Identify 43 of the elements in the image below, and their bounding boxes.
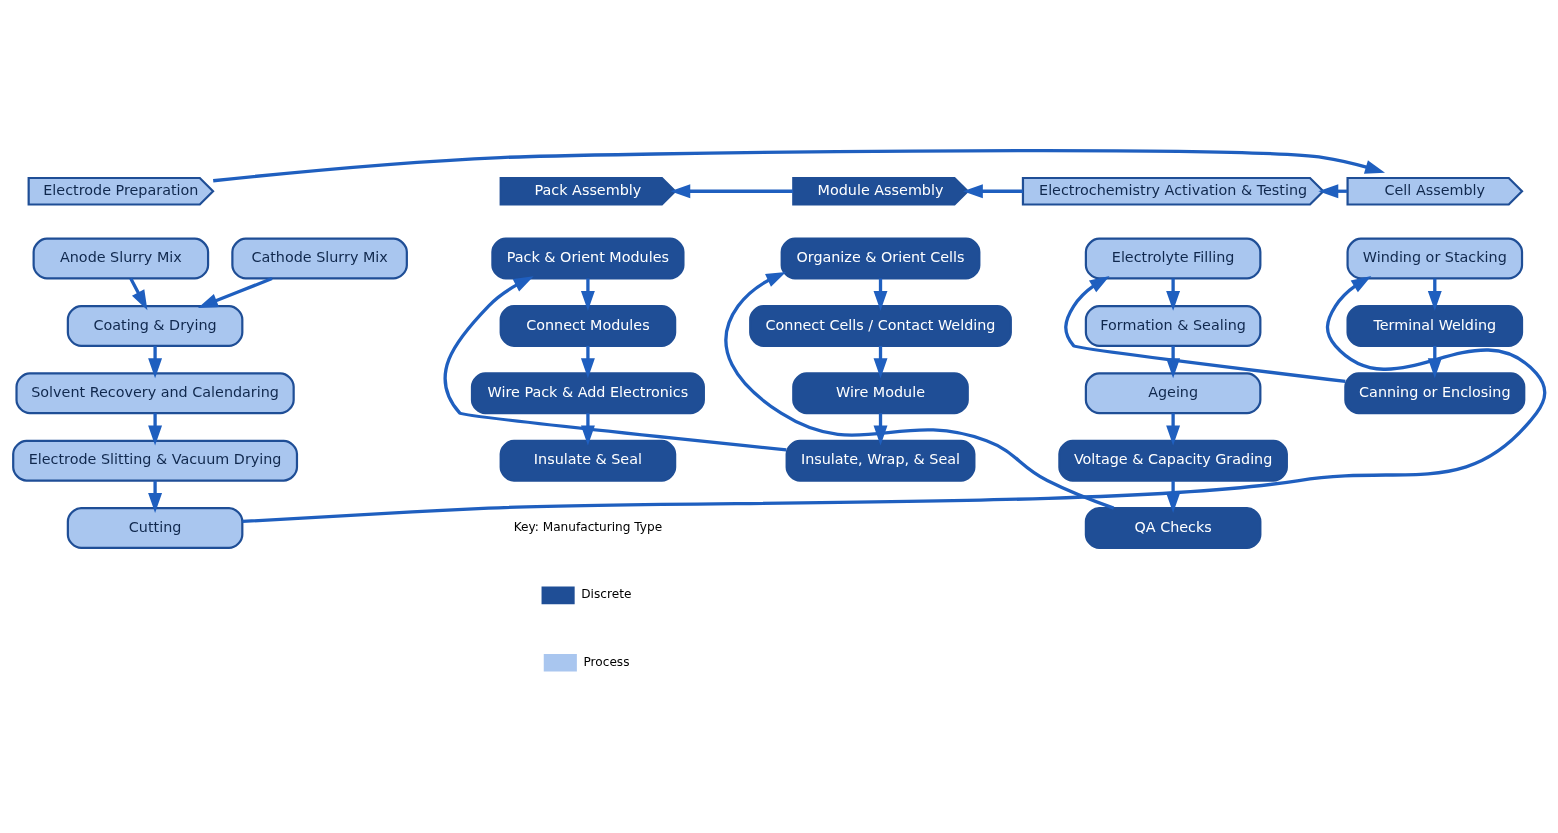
arrow bbox=[1064, 276, 1346, 384]
arrow bbox=[213, 149, 1386, 183]
node-box: Wire Pack & Add Electronics bbox=[470, 372, 705, 415]
node-box: QA Checks bbox=[1084, 507, 1262, 549]
node-box: Solvent Recovery and Calendaring bbox=[15, 372, 295, 415]
node-box: Wire Module bbox=[792, 372, 969, 415]
node-box: Electrolyte Filling bbox=[1084, 237, 1262, 280]
node-box: Cutting bbox=[66, 507, 244, 549]
node-box: Cathode Slurry Mix bbox=[231, 237, 408, 280]
arrow bbox=[148, 480, 163, 513]
node-box: Insulate, Wrap, & Seal bbox=[785, 439, 976, 482]
node-box: Insulate & Seal bbox=[499, 439, 677, 482]
arrow bbox=[1166, 278, 1181, 311]
arrow bbox=[580, 345, 595, 379]
node-box: Connect Cells / Contact Welding bbox=[749, 304, 1012, 347]
node-box: Coating & Drying bbox=[66, 304, 244, 347]
arrow bbox=[670, 184, 794, 199]
legend-label: Process bbox=[583, 654, 630, 669]
node-box: Canning or Enclosing bbox=[1344, 372, 1526, 415]
arrow bbox=[148, 345, 163, 379]
arrow bbox=[1166, 480, 1181, 513]
arrow bbox=[580, 278, 595, 311]
arrow bbox=[148, 413, 163, 446]
node-box: Connect Modules bbox=[499, 304, 677, 347]
arrow bbox=[443, 276, 787, 452]
arrow bbox=[197, 277, 273, 308]
node-box: Anode Slurry Mix bbox=[32, 237, 210, 280]
arrow bbox=[962, 184, 1023, 199]
arrow bbox=[580, 413, 595, 446]
arrow bbox=[1166, 345, 1181, 379]
arrow bbox=[129, 277, 148, 311]
arrow bbox=[1166, 413, 1181, 446]
node-box: Voltage & Capacity Grading bbox=[1058, 439, 1288, 482]
node-box: Pack & Orient Modules bbox=[491, 237, 685, 280]
label: Key: Manufacturing Type bbox=[513, 520, 663, 535]
node-box: Electrode Slitting & Vacuum Drying bbox=[12, 439, 299, 482]
arrow bbox=[724, 271, 1115, 510]
legend-label: Discrete bbox=[581, 587, 632, 602]
node-box: Winding or Stacking bbox=[1346, 237, 1524, 280]
node-box: Formation & Sealing bbox=[1084, 304, 1262, 347]
node-box: Organize & Orient Cells bbox=[780, 237, 981, 280]
node-box: Ageing bbox=[1084, 372, 1262, 415]
node-box: Terminal Welding bbox=[1346, 304, 1524, 347]
